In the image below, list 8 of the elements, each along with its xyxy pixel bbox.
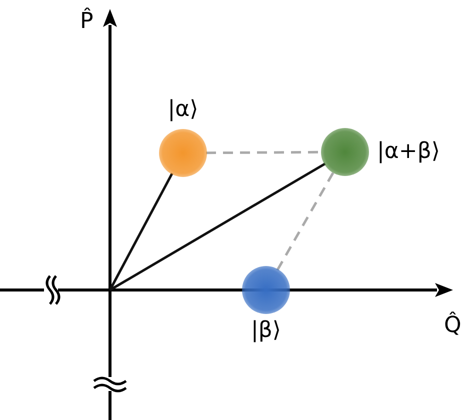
state-label: |β⟩ (250, 317, 282, 345)
state-label: |α⟩ (166, 96, 200, 124)
dashed-line (276, 171, 335, 271)
axis-label: Q̂ (444, 312, 462, 340)
line (109, 162, 326, 292)
line (108, 172, 174, 291)
axis-label: P̂ (80, 8, 94, 36)
state-label: |α+β⟩ (377, 138, 440, 166)
